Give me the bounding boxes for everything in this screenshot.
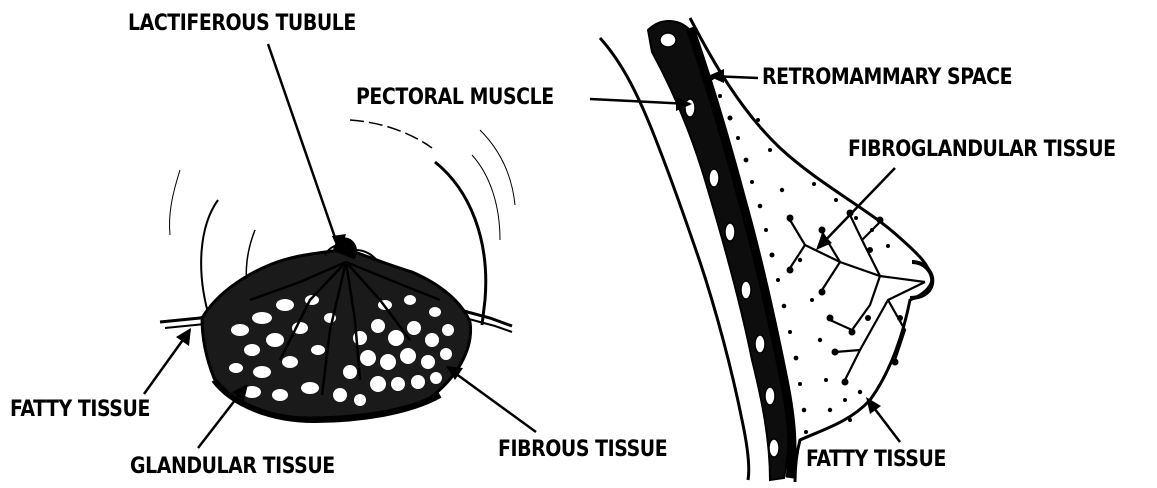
fibroglandular-branches [790,215,925,380]
arrow-fatty-tissue-front [176,328,191,346]
front-outline-right-faint-2 [472,155,500,240]
fibroglandular-lobules [787,210,904,386]
label-fatty-tissue-side: FATTY TISSUE [806,448,946,472]
front-view-illustration [160,120,515,420]
label-lactiferous-tubule: LACTIFEROUS TUBULE [128,12,356,36]
label-retromammary-space: RETROMAMMARY SPACE [762,66,1012,90]
front-outline-right-faint [480,130,515,205]
front-outline-top [350,120,432,148]
front-outline-far-left [169,170,180,235]
label-fibroglandular-tissue: FIBROGLANDULAR TISSUE [848,138,1116,162]
leader-lactiferous-tubule [268,44,340,252]
label-glandular-tissue: GLANDULAR TISSUE [130,455,335,479]
leader-fibroglandular-tissue [818,168,895,248]
label-fatty-tissue-front: FATTY TISSUE [10,398,150,422]
leader-fibrous-tissue [448,368,536,432]
arrow-fatty-tissue-side [866,397,881,414]
label-fibrous-tissue: FIBROUS TISSUE [498,438,667,462]
label-pectoral-muscle: PECTORAL MUSCLE [356,86,554,110]
